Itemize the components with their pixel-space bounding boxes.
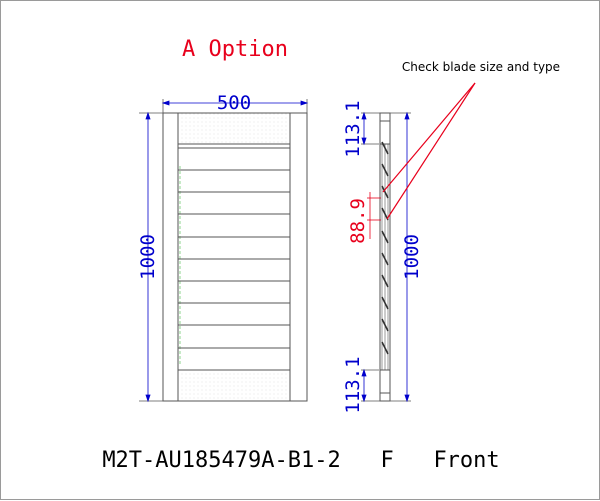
blade-label: 88.9 — [347, 198, 369, 244]
front-height-dimension — [145, 111, 151, 403]
side-blades — [381, 141, 389, 355]
front-view — [139, 99, 308, 402]
front-width-dimension — [161, 100, 309, 106]
side-top-dimension — [361, 111, 367, 146]
blade-dimension — [367, 192, 381, 239]
drawing-caption: M2T-AU185479A-B1-2 F Front — [102, 448, 499, 473]
side-height-label: 1000 — [401, 234, 423, 280]
side-bottom-dimension — [361, 368, 367, 403]
front-width-label: 500 — [217, 92, 251, 114]
top-rail — [177, 112, 291, 145]
louver-blades — [178, 147, 290, 349]
side-bottom-label: 113.1 — [342, 356, 364, 413]
note-leader-lines — [382, 82, 476, 220]
bottom-rail — [177, 369, 291, 402]
side-top-label: 113.1 — [342, 100, 364, 157]
page-title: A Option — [182, 37, 288, 62]
front-height-label: 1000 — [137, 234, 159, 280]
side-bottom-rail — [379, 369, 391, 394]
side-top-rail — [379, 120, 391, 145]
outer-frame — [162, 112, 308, 402]
blade-note: Check blade size and type — [402, 60, 560, 74]
side-height-dimension — [404, 111, 410, 403]
